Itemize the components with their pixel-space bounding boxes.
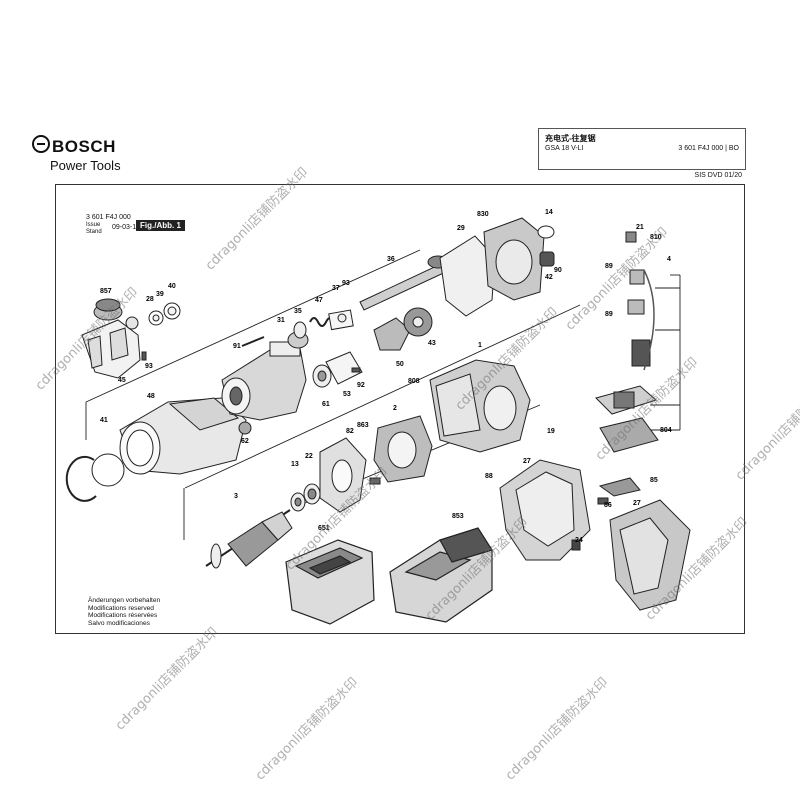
callout-2: 2 [393,405,397,412]
title-block: 充电式-往复锯 GSA 18 V-LI 3 601 F4J 000 | BO [538,128,746,170]
callout-50: 50 [396,361,404,368]
callout-47: 47 [315,297,323,304]
callout-830: 830 [477,211,489,218]
drawing-frame [55,184,745,634]
gear-housing-part [221,331,309,421]
callout-89: 89 [605,263,613,270]
blade-clamp-part [81,298,181,379]
callout-93: 93 [342,280,350,287]
callout-21: 21 [636,224,644,231]
callout-90: 90 [554,267,562,274]
notice-line: Modifications réservées [88,612,158,620]
callout-19: 19 [547,428,555,435]
electronics-module-part [595,231,659,453]
callout-45: 45 [118,377,126,384]
callout-27: 27 [523,458,531,465]
figure-label: Fig./Abb. 1 [136,220,185,231]
gear-casing-part [439,217,555,317]
callout-43: 43 [428,340,436,347]
callout-92: 92 [357,382,365,389]
brush-plate-part [319,437,367,513]
callout-3: 3 [234,493,238,500]
callout-61: 61 [322,401,330,408]
callout-14: 14 [545,209,553,216]
shaft-assembly-part [293,255,451,351]
callout-4: 4 [667,256,671,263]
charger-part [389,527,493,623]
callout-853: 853 [452,513,464,520]
armature-part [205,509,293,569]
callout-35: 35 [294,308,302,315]
stator-part [369,415,433,485]
callout-808: 808 [408,378,420,385]
callout-27: 27 [633,500,641,507]
callout-85: 85 [650,477,658,484]
motor-housing-part [429,359,531,453]
callout-13: 13 [291,461,299,468]
callout-41: 41 [100,417,108,424]
callout-810: 810 [650,234,662,241]
notice-line: Änderungen vorbehalten [88,597,161,604]
callout-1: 1 [478,342,482,349]
callout-28: 28 [146,296,154,303]
handle-cover-part [609,499,691,611]
callout-651: 651 [318,525,330,532]
callout-labels: 8572839404593913135473793368302914904250… [100,209,672,544]
battery-pack-part [285,539,375,625]
callout-24: 24 [575,537,583,544]
callout-91: 91 [233,343,241,350]
bearing-parts [312,351,363,388]
model-name: GSA 18 V-LI [545,145,584,152]
callout-89: 89 [605,311,613,318]
callout-42: 42 [545,274,553,281]
callout-31: 31 [277,317,285,324]
notice-line: Modifications reserved [88,604,154,612]
callout-62: 62 [241,438,249,445]
callout-22: 22 [305,453,313,460]
callout-37: 37 [332,285,340,292]
callout-93: 93 [145,363,153,370]
handle-housing-part [499,459,591,561]
trigger-part [597,477,641,505]
title-chinese: 充电式-往复锯 [545,134,596,143]
part-number: 3 601 F4J 000 [86,214,131,221]
modifications-notice: Änderungen vorbehalten Modifications res… [88,597,160,627]
callout-804: 804 [660,427,672,434]
callout-39: 39 [156,291,164,298]
bosch-logo-icon [32,135,50,153]
callout-40: 40 [168,283,176,290]
issue-date: 09-03-16 [112,224,141,231]
sis-version: SIS DVD 01/20 [694,172,742,179]
callout-53: 53 [343,391,351,398]
doc-code: 3 601 F4J 000 | BO [678,145,739,152]
callout-48: 48 [147,393,155,400]
callout-36: 36 [387,256,395,263]
brand-name: BOSCH [52,137,116,156]
front-housing-part [65,397,252,502]
rotor-bearing-parts [290,483,321,512]
callout-86: 86 [604,502,612,509]
callout-863: 863 [357,422,369,429]
callout-88: 88 [485,473,493,480]
callout-82: 82 [346,428,354,435]
callout-29: 29 [457,225,465,232]
notice-line: Salvo modificaciones [88,619,150,627]
brand-subtitle: Power Tools [50,158,121,173]
callout-857: 857 [100,288,112,295]
